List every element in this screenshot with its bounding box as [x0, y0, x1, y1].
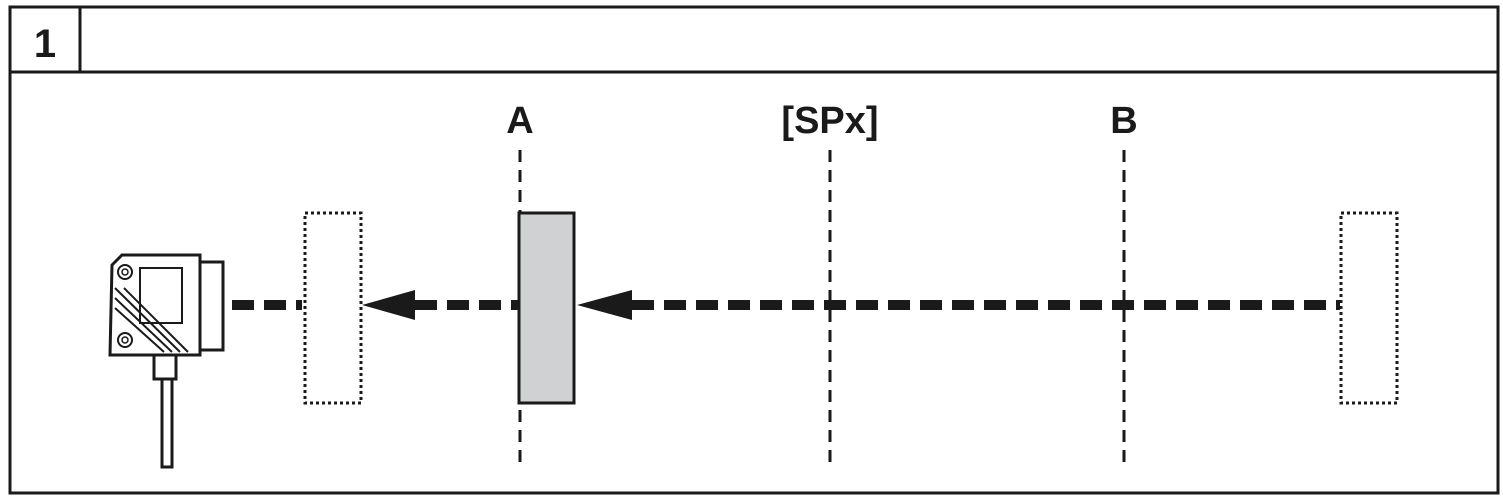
beam-arrow-head-2 — [577, 290, 632, 320]
ghost-target-far — [1339, 211, 1399, 405]
sensor-icon — [108, 253, 225, 469]
step-number: 1 — [34, 22, 56, 66]
label-b: B — [1110, 100, 1137, 142]
outer-border — [8, 5, 1500, 495]
label-spx: [SPx] — [781, 100, 878, 142]
beam-arrow-head-1 — [362, 290, 415, 320]
label-a: A — [506, 100, 533, 142]
ghost-target-near — [303, 211, 363, 405]
target-object — [517, 211, 576, 405]
